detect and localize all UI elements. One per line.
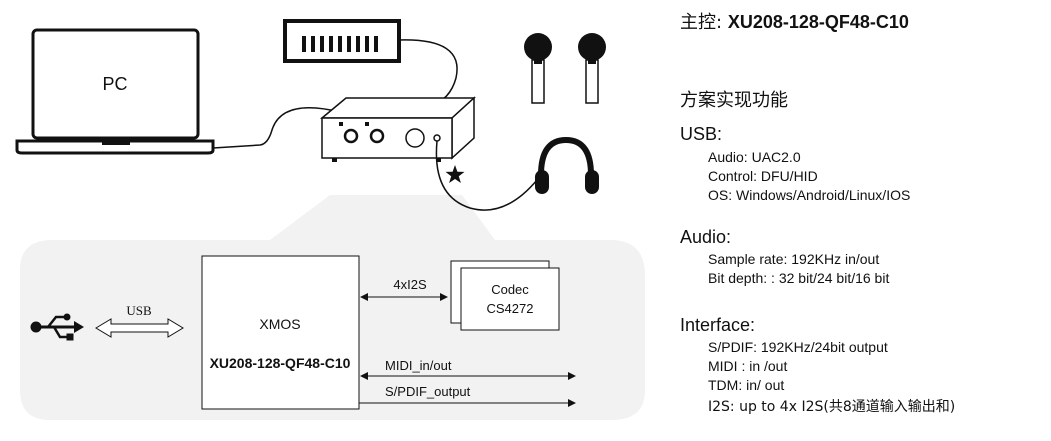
xmos-chip-box (201, 255, 360, 410)
headphones-icon (535, 136, 599, 194)
microphone-icon (578, 33, 606, 104)
usb-link-label: USB (126, 303, 152, 318)
interface-section-title: Interface: (680, 315, 756, 335)
codec-box (460, 267, 560, 331)
audio-interface-icon (319, 96, 476, 162)
interface-line: I2S: up to 4x I2S(共8通道输入输出和) (708, 399, 956, 415)
master-controller: 主控: XU208-128-QF48-C10 (680, 8, 909, 34)
midi-cable (398, 39, 458, 107)
usb-double-arrow (95, 318, 184, 338)
midi-label: MIDI_in/out (385, 358, 452, 373)
headphone-cable (435, 140, 538, 211)
usb-line: OS: Windows/Android/Linux/IOS (708, 187, 911, 203)
xmos-label: XMOS (259, 316, 300, 332)
spdif-label: S/PDIF_output (385, 384, 471, 399)
interface-line: S/PDIF: 192KHz/24bit output (708, 339, 888, 355)
interface-line: MIDI : in /out (708, 358, 788, 374)
laptop-icon: PC (15, 28, 215, 155)
xmos-part-number: XU208-128-QF48-C10 (210, 355, 351, 371)
pc-label: PC (102, 74, 127, 94)
features-title: 方案实现功能 (680, 90, 788, 111)
keyboard-icon (283, 19, 401, 63)
microphone-icon (524, 33, 552, 104)
audio-section-title: Audio: (680, 227, 732, 247)
spec-panel: 主控: XU208-128-QF48-C10 方案实现功能 USB: Audio… (680, 0, 1051, 441)
system-diagram: PC (15, 19, 645, 420)
usb-line: Audio: UAC2.0 (708, 149, 801, 165)
spdif-arrow (359, 399, 576, 407)
codec-label: Codec (491, 282, 529, 297)
codec-part-number: CS4272 (487, 301, 534, 316)
master-label: 主控: (680, 12, 723, 33)
audio-line: Bit depth: : 32 bit/24 bit/16 bit (708, 270, 890, 286)
star-icon (445, 165, 465, 183)
usb-icon (30, 313, 84, 341)
i2s-arrow (360, 293, 448, 301)
midi-arrow (360, 372, 576, 380)
audio-line: Sample rate: 192KHz in/out (708, 251, 880, 267)
usb-section-title: USB: (680, 124, 723, 144)
master-value: XU208-128-QF48-C10 (727, 12, 909, 32)
i2s-label: 4xI2S (393, 277, 427, 292)
usb-line: Control: DFU/HID (708, 168, 818, 184)
usb-cable (212, 106, 341, 149)
interface-line: TDM: in/ out (708, 377, 785, 393)
